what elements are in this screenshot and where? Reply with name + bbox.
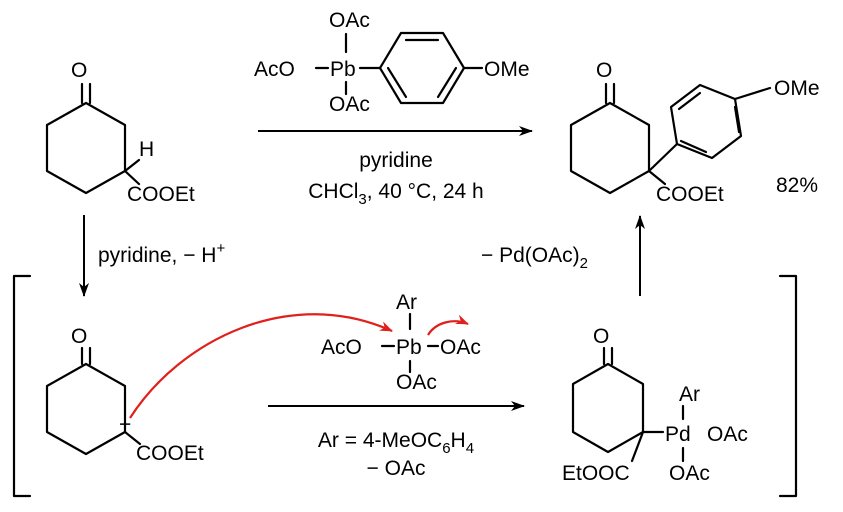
bottom-conditions-line2: − OAc [367, 457, 426, 480]
start-material-hydrogen: H [139, 138, 154, 161]
enolate-bonds [45, 346, 142, 456]
top-reagent-bonds [314, 31, 484, 105]
intermediate-oac-bottom: OAc [669, 462, 710, 485]
product-yield: 82% [776, 174, 818, 197]
right-step-label: − Pd(OAc)2 [481, 244, 588, 272]
right-bracket [778, 274, 798, 498]
top-reagent-aco-left: AcO [254, 58, 295, 81]
lead-complex-bonds [380, 312, 440, 374]
top-reagent-ome: OMe [484, 58, 530, 81]
start-material: O H COOEt [45, 59, 195, 206]
start-material-ester: COOEt [127, 183, 195, 206]
intermediate-pd: Pd [665, 423, 691, 446]
top-reagent-oac-top: OAc [329, 9, 370, 32]
product-oxygen: O [596, 59, 612, 82]
top-reagent-aryllead-triacetate: OAc AcO Pb OAc OMe [254, 9, 530, 116]
intermediate-oac-right: OAc [707, 423, 748, 446]
intermediate-oxygen: O [593, 325, 609, 348]
intermediate-ar: Ar [679, 383, 700, 406]
electron-arrow-pb-oac-bond [427, 314, 469, 336]
lead-complex-oac-bottom: OAc [396, 371, 437, 394]
enolate: O − COOEt [45, 325, 204, 465]
electron-arrow-enolate-to-pb [129, 313, 393, 419]
top-conditions-line2: CHCl3, 40 °C, 24 h [308, 180, 483, 208]
bottom-conditions-line1: Ar = 4-MeOC6H4 [318, 429, 474, 457]
product-ester: COOEt [656, 183, 724, 206]
product-ome: OMe [774, 77, 820, 100]
product: O OMe COOEt 82% [569, 59, 820, 206]
lead-complex-oac-right: OAc [440, 336, 481, 359]
lead-complex-ar: Ar [396, 291, 417, 314]
organolead-intermediate: O Ar Pd OAc OAc EtOOC [562, 325, 748, 485]
top-reagent-oac-bottom: OAc [329, 93, 370, 116]
product-bonds [569, 82, 772, 195]
lead-complex-aco: AcO [321, 336, 362, 359]
top-conditions-line1: pyridine [359, 149, 433, 172]
intermediate-ester: EtOOC [562, 462, 630, 485]
intermediate-bonds [571, 346, 685, 463]
start-material-oxygen: O [71, 59, 87, 82]
left-bracket [12, 274, 32, 498]
top-reagent-pb: Pb [330, 58, 356, 81]
enolate-oxygen: O [71, 325, 87, 348]
lead-complex-pb: Pb [396, 336, 422, 359]
left-step-label: pyridine, − H+ [98, 240, 225, 267]
enolate-ester: COOEt [136, 442, 204, 465]
start-material-bonds [45, 82, 141, 195]
lead-complex: Ar AcO Pb OAc OAc [321, 291, 481, 394]
